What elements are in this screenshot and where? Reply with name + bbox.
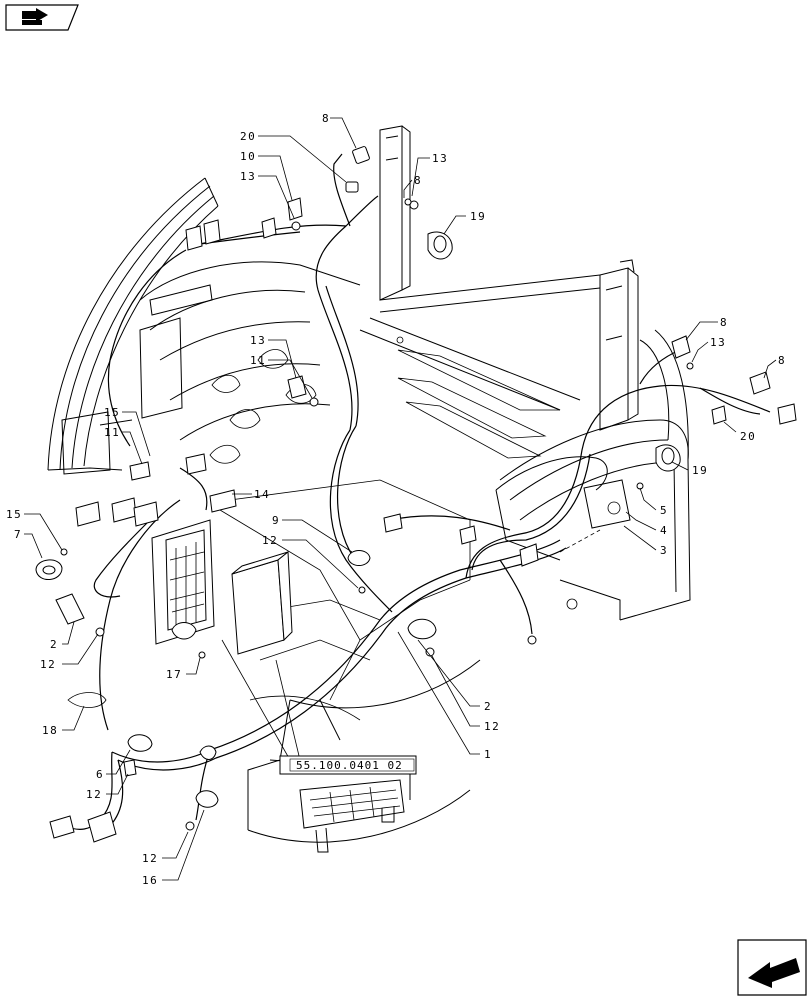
callout-20a: 20 xyxy=(240,130,256,143)
callout-2a: 2 xyxy=(50,638,58,651)
callout-12e: 12 xyxy=(142,852,158,865)
callout-4: 4 xyxy=(660,524,668,537)
callout-20b: 20 xyxy=(740,430,756,443)
callout-8a: 8 xyxy=(322,112,330,125)
callout-14: 14 xyxy=(254,488,270,501)
callout-16: 16 xyxy=(142,874,158,887)
callout-13a: 13 xyxy=(240,170,256,183)
callout-13b: 13 xyxy=(432,152,448,165)
callout-8b: 8 xyxy=(414,174,422,187)
book-arrow-icon[interactable] xyxy=(5,4,79,31)
reference-link-box[interactable]: 55.100.0401 02 xyxy=(279,755,417,775)
callout-13c: 13 xyxy=(250,334,266,347)
callout-8c: 8 xyxy=(720,316,728,329)
callout-1: 1 xyxy=(484,748,492,761)
callout-3: 3 xyxy=(660,544,668,557)
callout-19b: 19 xyxy=(692,464,708,477)
callout-5: 5 xyxy=(660,504,668,517)
callout-15b: 15 xyxy=(6,508,22,521)
callout-12b: 12 xyxy=(40,658,56,671)
callout-leaders xyxy=(24,117,777,881)
connector-8a xyxy=(352,146,370,164)
callout-9: 9 xyxy=(272,514,280,527)
cab-frame-illustration xyxy=(47,125,691,853)
callout-11a: 11 xyxy=(250,354,266,367)
callout-6: 6 xyxy=(96,768,104,781)
callout-12c: 12 xyxy=(484,720,500,733)
fuse-relay-box xyxy=(151,519,215,645)
page-turn-arrow-icon[interactable] xyxy=(737,939,807,996)
callout-13d: 13 xyxy=(710,336,726,349)
callout-12a: 12 xyxy=(262,534,278,547)
ecu-module xyxy=(231,550,293,655)
callout-15a: 15 xyxy=(104,406,120,419)
callout-19a: 19 xyxy=(470,210,486,223)
callout-7: 7 xyxy=(14,528,22,541)
callout-labels: 20 10 13 8 13 8 19 13 11 8 13 8 20 15 11… xyxy=(6,112,786,887)
callout-10: 10 xyxy=(240,150,256,163)
callout-18: 18 xyxy=(42,724,58,737)
harness-wires xyxy=(63,153,771,830)
callout-12d: 12 xyxy=(86,788,102,801)
callout-2b: 2 xyxy=(484,700,492,713)
callout-11b: 11 xyxy=(104,426,120,439)
callout-8d: 8 xyxy=(778,354,786,367)
callout-17: 17 xyxy=(166,668,182,681)
harness-components xyxy=(35,146,797,843)
reference-label: 55.100.0401 02 xyxy=(296,759,403,772)
